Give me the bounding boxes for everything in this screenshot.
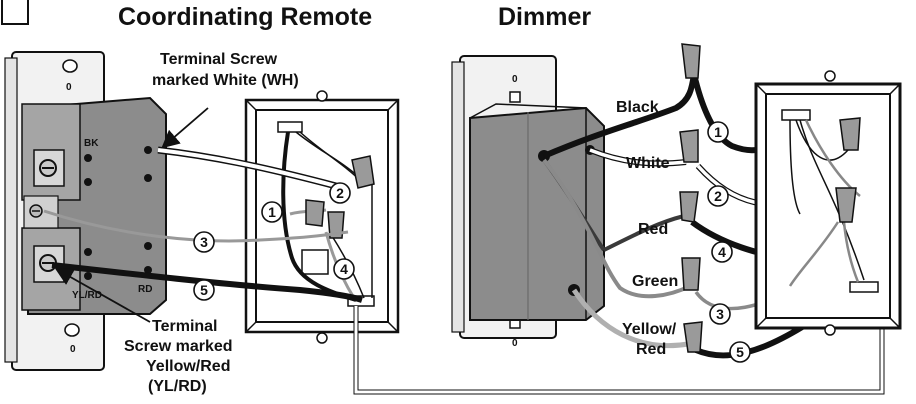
svg-text:0: 0 <box>512 74 518 85</box>
callout-left-4: 4 <box>333 258 355 280</box>
callout-left-3: 3 <box>193 231 215 253</box>
remote-body <box>21 96 167 315</box>
remote-holes <box>84 146 152 280</box>
svg-text:5: 5 <box>200 282 208 298</box>
svg-text:0: 0 <box>512 338 518 349</box>
arrow-terminal-yl-rd <box>54 268 151 323</box>
dimmer-body <box>469 103 605 321</box>
callout-right-1: 1 <box>707 121 729 143</box>
label-terminal-yl-rd-line3: Yellow/Red <box>146 358 230 375</box>
svg-text:5: 5 <box>736 344 744 360</box>
callout-left-1: 1 <box>261 201 283 223</box>
remote-box-wirenuts <box>305 155 375 239</box>
dimmer-box-wires <box>788 119 865 287</box>
dimmer-wirenuts <box>679 43 703 353</box>
terminal-screw-bk <box>39 159 57 177</box>
label-yellow-red-line1: Yellow/ <box>622 321 677 338</box>
heading-coordinating-remote: Coordinating Remote <box>118 3 372 31</box>
callout-left-5: 5 <box>193 279 215 301</box>
label-terminal-yl-rd-line4: (YL/RD) <box>148 378 207 395</box>
heading-checkbox <box>1 0 29 25</box>
callout-right-2: 2 <box>707 185 729 207</box>
dimmer-box-wirenuts <box>835 117 861 223</box>
svg-text:4: 4 <box>718 244 726 260</box>
label-yellow-red-line2: Red <box>636 341 666 358</box>
heading-dimmer: Dimmer <box>498 3 591 31</box>
svg-text:2: 2 <box>714 188 722 204</box>
label-terminal-white-line2: marked White (WH) <box>152 72 299 89</box>
svg-text:4: 4 <box>340 261 348 277</box>
callout-right-3: 3 <box>709 303 731 325</box>
label-terminal-yl-rd-line2: Screw marked <box>124 338 233 355</box>
svg-text:1: 1 <box>714 124 722 140</box>
remote-wires <box>43 146 363 303</box>
label-terminal-white-line1: Terminal Screw <box>160 51 278 68</box>
svg-text:2: 2 <box>336 185 344 201</box>
callout-right-4: 4 <box>711 241 733 263</box>
remote-label-yl-rd: YL/RD <box>72 290 102 301</box>
label-white: White <box>626 155 670 172</box>
callout-right-5: 5 <box>729 341 751 363</box>
remote-label-bk: BK <box>84 138 99 149</box>
label-red: Red <box>638 221 668 238</box>
callout-left-2: 2 <box>329 182 351 204</box>
svg-text:3: 3 <box>716 306 724 322</box>
dimmer-wall-box <box>754 70 902 336</box>
svg-text:3: 3 <box>200 234 208 250</box>
svg-text:1: 1 <box>268 204 276 220</box>
label-terminal-yl-rd-line1: Terminal <box>152 318 218 335</box>
label-green: Green <box>632 273 678 290</box>
svg-text:0: 0 <box>70 344 76 355</box>
label-black: Black <box>616 99 659 116</box>
svg-text:0: 0 <box>66 82 72 93</box>
arrow-terminal-white <box>161 107 209 149</box>
remote-label-rd: RD <box>138 284 152 295</box>
